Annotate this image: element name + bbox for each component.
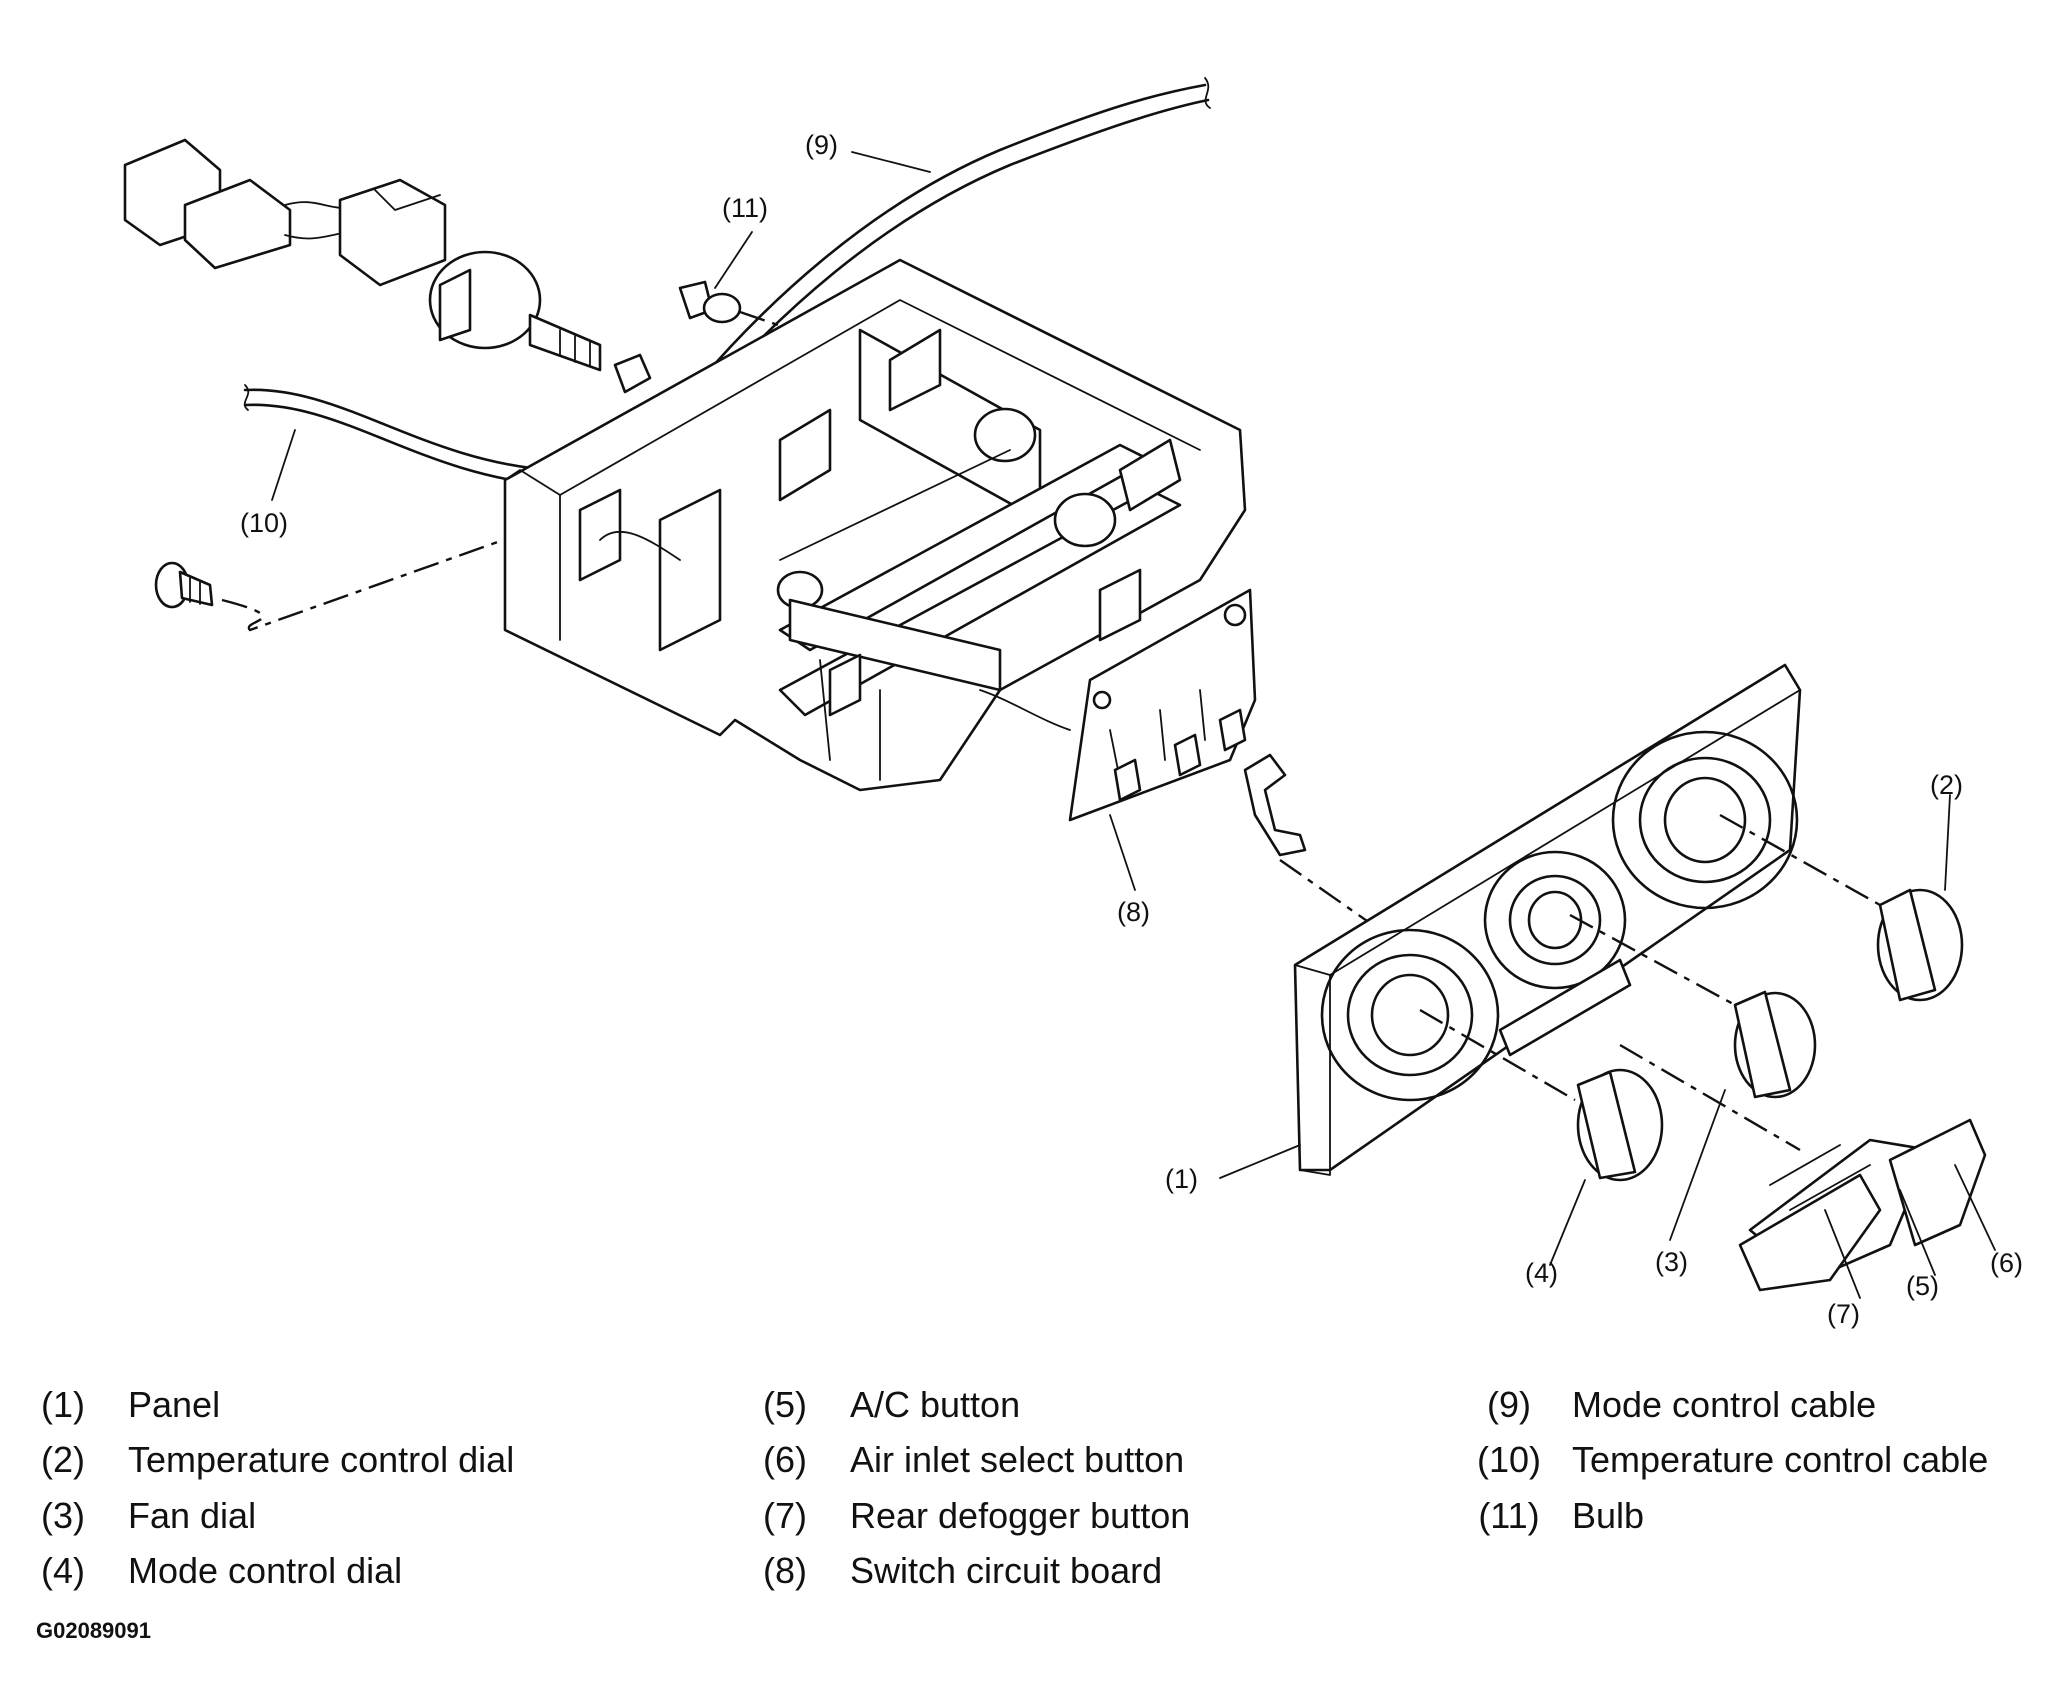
legend-number: (6) xyxy=(763,1439,807,1480)
mode-control-cable xyxy=(658,83,1207,432)
legend-text: Temperature control dial xyxy=(128,1439,515,1480)
legend-text: Mode control cable xyxy=(1572,1384,1877,1425)
fan-dial xyxy=(1733,990,1817,1099)
mode-control-dial xyxy=(1576,1068,1664,1182)
legend-text: Temperature control cable xyxy=(1572,1439,1989,1480)
legend-text: Switch circuit board xyxy=(850,1550,1163,1591)
legend-text: Bulb xyxy=(1572,1495,1645,1536)
legend-number: (8) xyxy=(763,1550,807,1591)
rear-defogger-button xyxy=(1738,1144,1882,1292)
switch-circuit-board xyxy=(979,588,1257,822)
legend-number: (4) xyxy=(41,1550,85,1591)
legend-text: A/C button xyxy=(850,1384,1021,1425)
legend-text: Rear defogger button xyxy=(850,1495,1191,1536)
legend-text: Panel xyxy=(128,1384,221,1425)
legend-number: (3) xyxy=(41,1495,85,1536)
legend-number: (11) xyxy=(1478,1495,1540,1536)
bulb-clip xyxy=(1243,753,1307,857)
callout-9: (9) xyxy=(805,130,838,160)
callout-5: (5) xyxy=(1906,1271,1939,1301)
callout-8: (8) xyxy=(1117,897,1150,927)
screw xyxy=(154,561,214,609)
callout-10: (10) xyxy=(240,508,288,538)
panel xyxy=(1293,663,1802,1176)
wire-connector xyxy=(123,138,447,287)
air-inlet-select-button xyxy=(1888,1118,1987,1247)
legend-number: (7) xyxy=(763,1495,807,1536)
callout-6: (6) xyxy=(1990,1248,2023,1278)
legend-number: (10) xyxy=(1476,1439,1542,1480)
figure-code: G02089091 xyxy=(36,1618,151,1643)
legend-number: (1) xyxy=(41,1384,85,1425)
switch-body xyxy=(428,250,652,394)
exploded-diagram: (9) (11) (10) (8) (1) (2) (3) (4) (5) (6… xyxy=(123,77,2023,1329)
bulb xyxy=(678,280,742,324)
callout-7: (7) xyxy=(1827,1299,1860,1329)
callout-4: (4) xyxy=(1525,1258,1558,1288)
legend-number: (2) xyxy=(41,1439,85,1480)
callout-1: (1) xyxy=(1165,1164,1198,1194)
callout-3: (3) xyxy=(1655,1247,1688,1277)
callout-2: (2) xyxy=(1930,770,1963,800)
legend-number: (5) xyxy=(763,1384,807,1425)
legend-text: Air inlet select button xyxy=(850,1439,1185,1480)
callout-11: (11) xyxy=(722,193,768,223)
diagram-drawing: (9) (11) (10) (8) (1) (2) (3) (4) (5) (6… xyxy=(123,77,2023,1329)
temperature-control-dial xyxy=(1876,888,1964,1002)
legend-text: Mode control dial xyxy=(128,1550,403,1591)
heater-control-housing xyxy=(503,258,1247,792)
legend-text: Fan dial xyxy=(128,1495,257,1536)
legend-number: (9) xyxy=(1487,1384,1531,1425)
parts-legend: (1) Panel (2) Temperature control dial (… xyxy=(0,1385,2054,1625)
